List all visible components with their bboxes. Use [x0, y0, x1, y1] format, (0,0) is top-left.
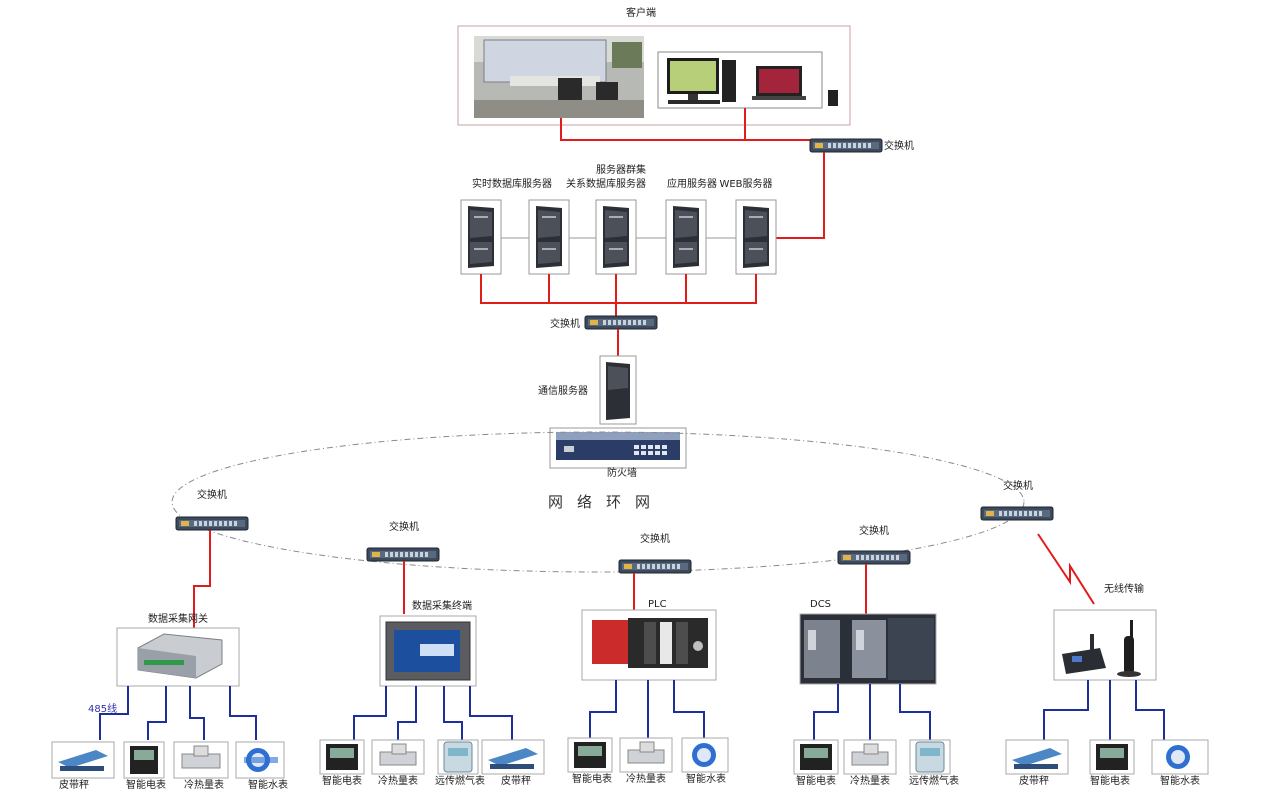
meter-smart-water [235, 741, 285, 779]
meter-label: 远传燃气表 [909, 774, 959, 787]
meter-belt-scale [51, 741, 115, 779]
meter-label: 智能电表 [1090, 774, 1130, 787]
wireless-device [1053, 609, 1157, 681]
bus-label: 485线 [88, 702, 117, 715]
meter-label: 皮带秤 [501, 774, 531, 787]
firewall-label: 防火墙 [607, 466, 637, 479]
switch-label: 交换机 [640, 532, 670, 545]
device-label: 无线传输 [1104, 582, 1144, 595]
comm-server-label: 通信服务器 [538, 384, 588, 397]
server-icon [595, 199, 637, 275]
meter-smart-electric [1089, 739, 1135, 775]
meter-heat [173, 741, 229, 779]
branch-plc: 交换机 PLC 智能电表 冷热量表 智能水表 [567, 532, 729, 785]
meter-label: 智能水表 [1160, 774, 1200, 787]
meter-label: 智能水表 [686, 772, 726, 785]
server-label-realtime-db: 实时数据库服务器 [472, 177, 552, 190]
meter-label: 皮带秤 [1019, 774, 1049, 787]
client-label: 客户端 [626, 6, 656, 19]
plc-device [581, 609, 717, 681]
switch-label: 交换机 [1003, 479, 1033, 492]
ring-switch [837, 550, 911, 565]
dcs-device [799, 613, 937, 685]
ring-network [171, 431, 1025, 573]
meter-smart-electric [123, 741, 165, 779]
ring-switch [618, 559, 692, 574]
control-room-image [474, 36, 644, 118]
meter-label: 皮带秤 [59, 778, 89, 791]
desktop-pc-image [657, 51, 838, 109]
meter-belt-scale [1005, 739, 1069, 775]
meter-label: 智能电表 [572, 772, 612, 785]
terminal-device [379, 615, 477, 687]
meter-remote-gas [437, 739, 479, 775]
meter-label: 冷热量表 [378, 774, 418, 787]
server-icon [665, 199, 707, 275]
firewall-device [549, 427, 687, 469]
meter-label: 远传燃气表 [435, 774, 485, 787]
server-label-application: 应用服务器 [667, 177, 717, 190]
meter-label: 智能水表 [248, 778, 288, 791]
top-switch [809, 138, 883, 153]
device-label: PLC [648, 599, 667, 610]
branch-terminal: 交换机 数据采集终端 智能电表 冷热量表 远传燃气 [319, 520, 545, 787]
ring-switch [175, 516, 249, 531]
comm-server [599, 355, 637, 425]
switch-label: 交换机 [197, 488, 227, 501]
server-icon [528, 199, 570, 275]
server-label-web: WEB服务器 [719, 177, 772, 190]
core-switch [584, 315, 658, 330]
device-label: DCS [810, 599, 831, 610]
switch-label: 交换机 [859, 524, 889, 537]
meter-label: 智能电表 [322, 774, 362, 787]
device-label: 数据采集终端 [412, 599, 472, 612]
meter-smart-electric [793, 739, 839, 775]
meter-heat [619, 737, 673, 773]
branch-dcs: 交换机 DCS 智能电表 冷热量表 远传燃气表 [793, 524, 959, 787]
meter-label: 智能电表 [796, 774, 836, 787]
wireless-link-icon [1037, 533, 1095, 605]
server-cluster-title: 服务器群集 [596, 163, 646, 176]
meter-smart-electric [319, 739, 365, 775]
server-label-relational-db: 关系数据库服务器 [566, 177, 646, 190]
meter-label: 智能电表 [126, 778, 166, 791]
meter-smart-water [1151, 739, 1209, 775]
device-label: 数据采集网关 [148, 612, 208, 625]
ring-switch [366, 547, 440, 562]
top-switch-label: 交换机 [884, 139, 914, 152]
server-icon [735, 199, 777, 275]
server-icon [460, 199, 502, 275]
meter-belt-scale [481, 739, 545, 775]
meter-heat [371, 739, 425, 775]
client-area: 客户端 [457, 6, 851, 126]
switch-label: 交换机 [389, 520, 419, 533]
gateway-device [116, 627, 240, 687]
core-switch-label: 交换机 [550, 317, 580, 330]
meter-heat [843, 739, 897, 775]
ring-switch [980, 506, 1054, 521]
meter-label: 冷热量表 [626, 772, 666, 785]
meter-label: 冷热量表 [184, 778, 224, 791]
meter-smart-electric [567, 737, 613, 773]
branch-wireless: 交换机 无线传输 皮带秤 智能电表 智能水表 [980, 479, 1209, 787]
meter-smart-water [681, 737, 729, 773]
meter-remote-gas [909, 739, 951, 775]
meter-label: 冷热量表 [850, 774, 890, 787]
ring-label: 网络环网 [548, 493, 664, 511]
branch-gateway: 交换机 数据采集网关 485线 皮带秤 智能电表 [51, 488, 288, 791]
